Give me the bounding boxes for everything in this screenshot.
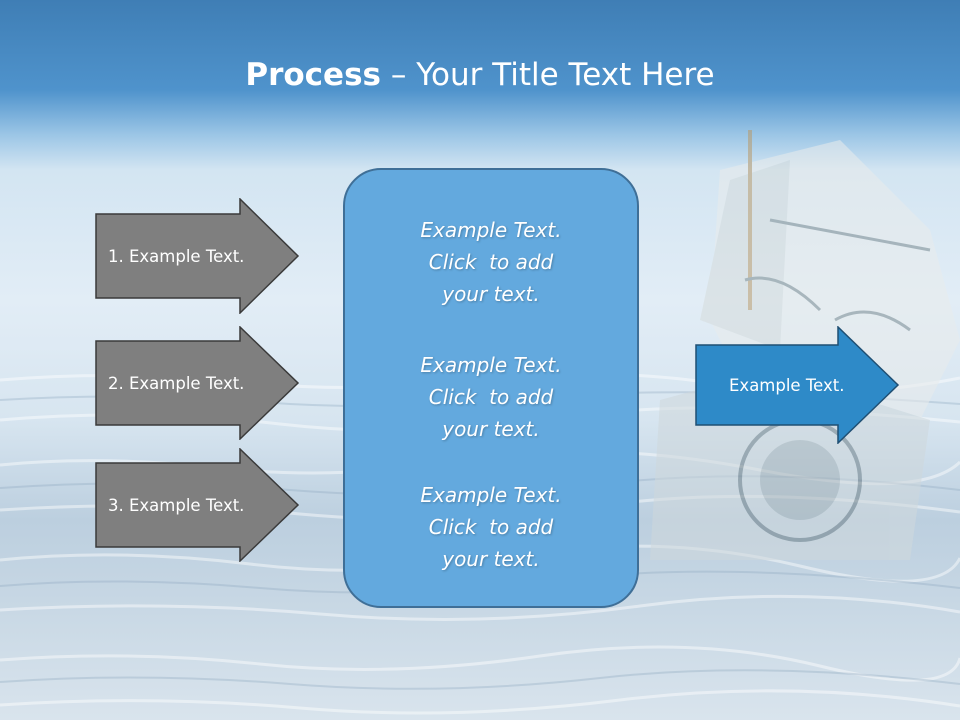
left-arrow-2[interactable]: 2. Example Text. — [95, 326, 300, 440]
arrow-right-icon — [95, 198, 300, 314]
center-text-block-1: Example Text. Click to add your text. — [345, 214, 637, 310]
block-line: Example Text. — [420, 483, 562, 507]
block-line: your text. — [442, 547, 540, 571]
left-arrow-2-label: 2. Example Text. — [108, 373, 245, 393]
block-line: Click to add — [428, 515, 554, 539]
center-text-box[interactable]: Example Text. Click to add your text. Ex… — [343, 168, 639, 608]
slide-title[interactable]: Process – Your Title Text Here — [0, 52, 960, 98]
block-line: your text. — [442, 282, 540, 306]
arrow-right-icon — [695, 326, 900, 444]
left-arrow-1-label: 1. Example Text. — [108, 246, 245, 266]
left-arrow-3-label: 3. Example Text. — [108, 495, 245, 515]
block-line: Example Text. — [420, 218, 562, 242]
right-arrow[interactable]: Example Text. — [695, 326, 900, 444]
block-line: Click to add — [428, 385, 554, 409]
title-rest-text: – Your Title Text Here — [381, 57, 715, 93]
center-text-block-2: Example Text. Click to add your text. — [345, 349, 637, 445]
block-line: Click to add — [428, 250, 554, 274]
arrow-right-icon — [95, 448, 300, 562]
title-bold-text: Process — [245, 57, 381, 93]
arrow-right-icon — [95, 326, 300, 440]
left-arrow-1[interactable]: 1. Example Text. — [95, 198, 300, 314]
left-arrow-3[interactable]: 3. Example Text. — [95, 448, 300, 562]
block-line: Example Text. — [420, 353, 562, 377]
center-text-block-3: Example Text. Click to add your text. — [345, 479, 637, 575]
right-arrow-label: Example Text. — [729, 375, 845, 395]
block-line: your text. — [442, 417, 540, 441]
